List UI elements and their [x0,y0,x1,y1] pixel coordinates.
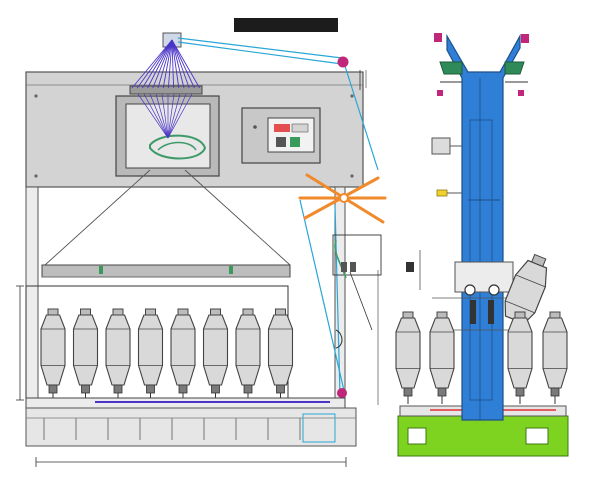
front-bobbin [137,308,164,401]
front-bobbin [72,308,99,401]
side-view [395,33,569,457]
front-bobbin [235,308,261,401]
side-bobbin-row [395,311,568,404]
tension-arm [332,234,382,405]
front-bobbin [202,308,229,401]
front-view [16,32,379,467]
thread-line [147,39,173,89]
thread-line [155,93,169,139]
thread-line [167,93,193,139]
thread-line [171,39,200,89]
thread-line [167,93,187,139]
thread-line [171,39,180,89]
thread-line [167,93,181,139]
thread-line [137,93,169,139]
thread-line [149,93,169,139]
front-bobbin [170,308,196,401]
front-base [25,407,357,447]
front-bobbin [267,308,294,401]
guide-lines [177,37,379,396]
thread-line [161,93,169,139]
thread-line [167,93,175,139]
thread-line [143,93,169,139]
thread-guide-bar [129,85,203,95]
front-bobbin [40,308,66,401]
front-bobbin-row [40,308,294,401]
pulley-top [337,56,349,68]
side-bobbin-right [542,311,568,404]
thread-line [142,39,173,89]
thread-fan [131,39,200,139]
side-bobbin-right [507,311,533,404]
pulley-bottom [337,388,347,398]
thread-line [171,39,195,89]
front-bobbin [105,308,131,401]
thread-line [152,39,173,89]
thread-line [157,39,173,89]
column-top-cap-right [521,34,529,43]
thread-line [167,39,173,89]
thread-line [171,39,190,89]
thread-line [171,39,175,89]
front-feet [43,418,301,440]
thread-line [171,39,185,89]
thread-line [136,39,173,89]
side-bobbin-left [429,311,455,404]
thread-line [162,39,173,89]
tension-rail [41,264,291,278]
column-top-cap-left [434,33,442,42]
left-post [25,186,39,408]
thread-line [131,39,173,89]
side-bobbin-left [395,311,421,404]
header-bar [234,18,338,32]
